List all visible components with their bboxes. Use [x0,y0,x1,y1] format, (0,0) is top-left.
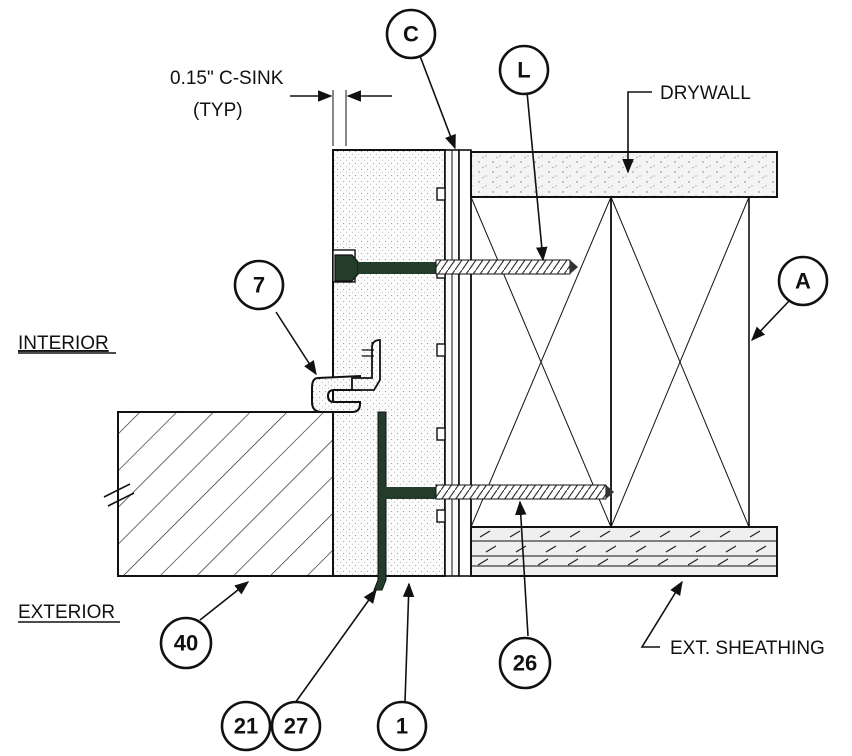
callout-27: 27 [270,700,322,752]
frame-board [332,149,472,577]
csink-dimension [290,90,392,146]
svg-text:26: 26 [513,651,537,676]
screw-upper [334,254,578,282]
callout-26: 26 [498,636,552,690]
sheathing-label: EXT. SHEATHING [670,638,825,659]
callout-leaders [199,55,791,711]
exterior-sheathing [470,526,778,577]
callout-7: 7 [233,259,285,311]
callout-21: 21 [220,700,272,752]
interior-label: INTERIOR [18,333,109,354]
flashing-fin [373,411,390,591]
svg-text:40: 40 [174,631,198,656]
screw-lower [380,484,614,500]
svg-text:C: C [403,22,419,47]
svg-text:L: L [517,58,530,83]
callout-c: C [385,8,437,60]
exterior-label: EXTERIOR [18,602,115,623]
drywall-label: DRYWALL [660,83,751,104]
threshold-block-40 [103,411,375,577]
svg-text:A: A [795,269,811,294]
callout-a: A [777,255,829,307]
svg-text:1: 1 [396,714,408,739]
csink-label-line2: (TYP) [193,100,243,121]
stud-framing [470,196,750,528]
csink-label-line1: 0.15" C-SINK [170,68,284,89]
callout-1: 1 [376,700,428,752]
svg-text:7: 7 [253,273,265,298]
callout-40: 40 [159,616,213,670]
weatherstrip-7 [311,339,381,413]
svg-text:27: 27 [284,714,308,739]
drywall-panel [470,151,778,198]
callout-l: L [498,44,550,96]
svg-text:21: 21 [234,714,258,739]
